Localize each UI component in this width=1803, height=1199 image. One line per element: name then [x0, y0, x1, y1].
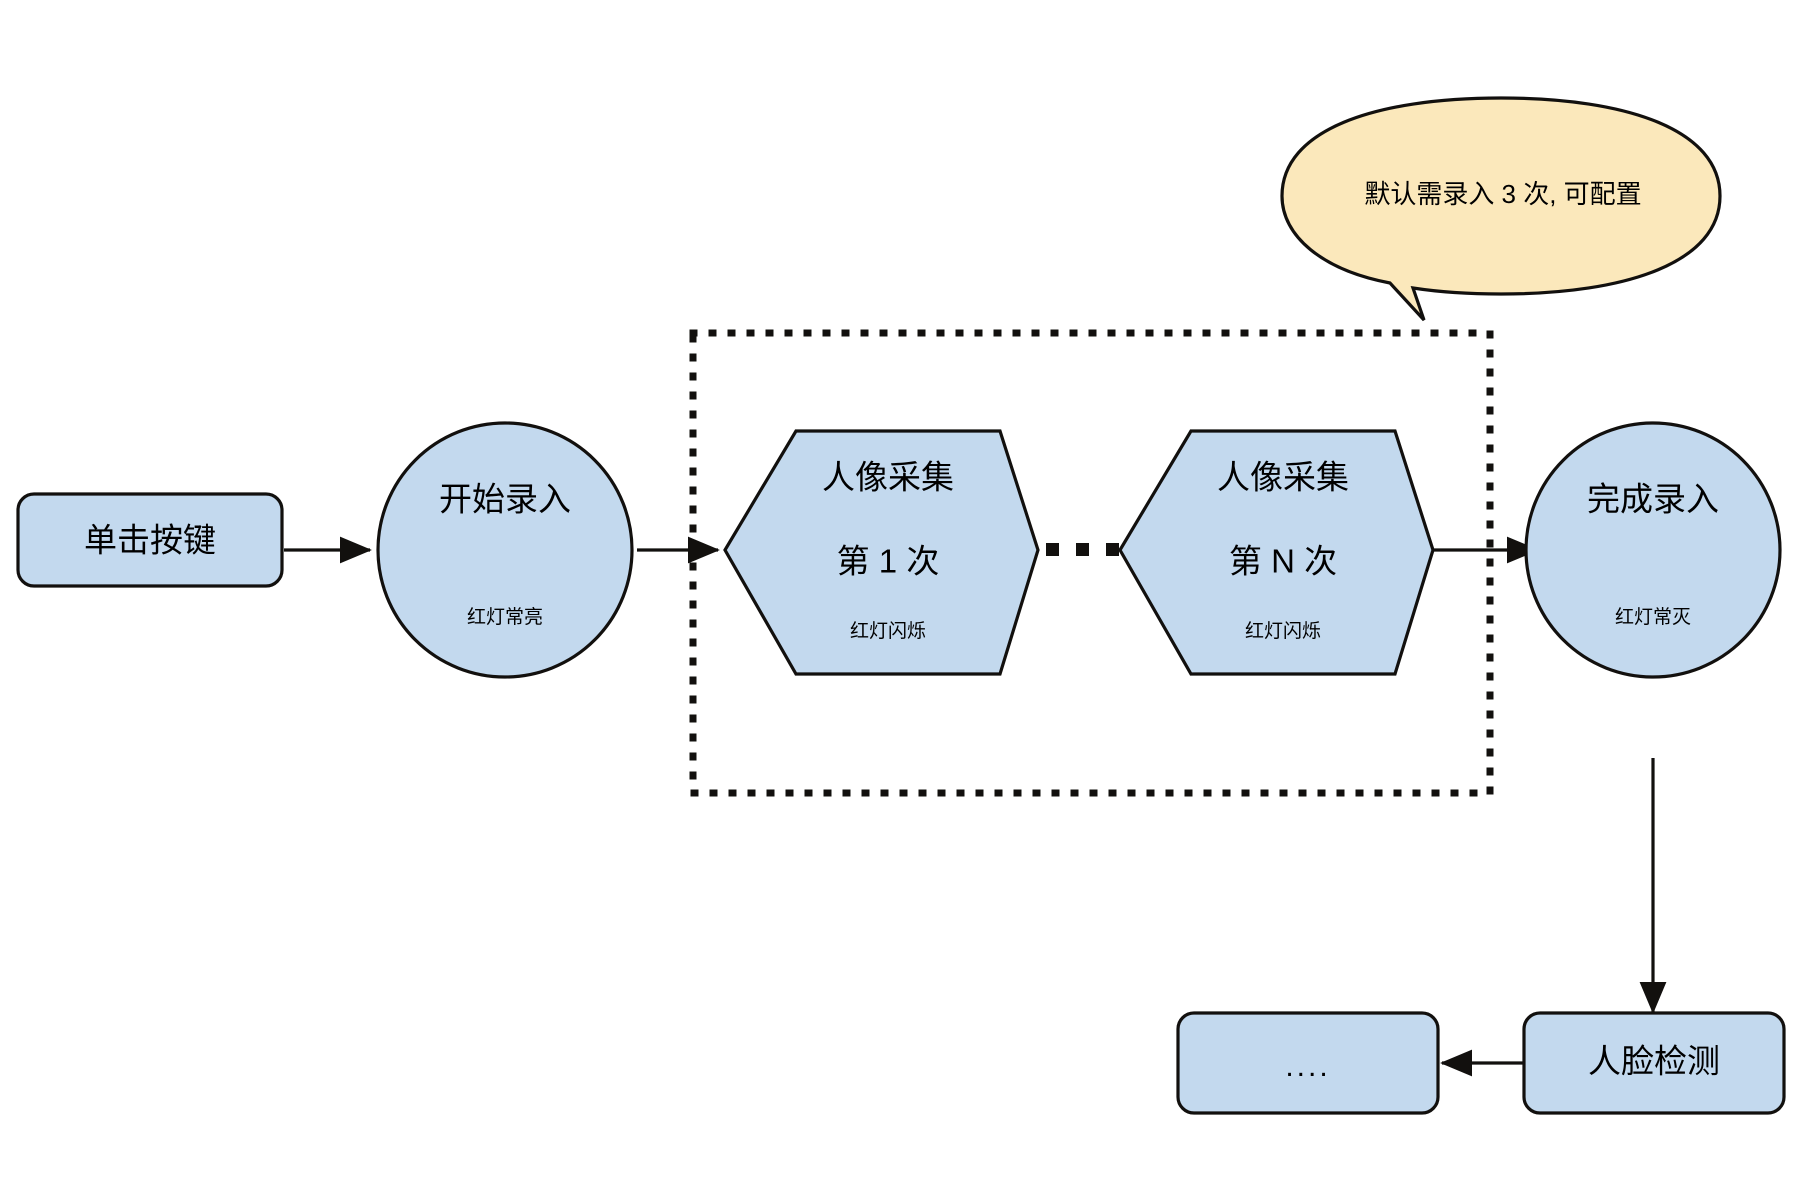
- node-capture-first-label: 人像采集: [822, 459, 954, 496]
- node-capture-nth-shape: [1118, 429, 1435, 676]
- node-start-enroll-shape: [376, 421, 634, 679]
- node-capture-first-sublabel: 红灯闪烁: [850, 620, 926, 642]
- node-more-steps-label: ....: [1285, 1050, 1330, 1083]
- node-finish-enroll-sublabel: 红灯常灭: [1615, 606, 1691, 628]
- node-face-detect-label: 人脸检测: [1588, 1043, 1720, 1080]
- node-face-detect-shape: [1522, 1011, 1786, 1115]
- node-start-enroll-sublabel: 红灯常亮: [467, 606, 543, 628]
- node-face-detect[interactable]: 人脸检测: [1522, 1011, 1786, 1115]
- node-click-key-label: 单击按键: [84, 522, 216, 559]
- node-start-enroll-label: 开始录入: [439, 481, 571, 518]
- node-capture-nth-label2: 第 N 次: [1229, 543, 1337, 580]
- callout-label: 默认需录入 3 次, 可配置: [1364, 179, 1641, 209]
- node-capture-first-label2: 第 1 次: [837, 543, 940, 580]
- callout-default-enroll-count: 默认需录入 3 次, 可配置: [1280, 96, 1722, 322]
- node-click-key-shape: [16, 492, 284, 588]
- node-more-steps[interactable]: ....: [1176, 1011, 1440, 1115]
- node-capture-nth[interactable]: 人像采集 第 N 次 红灯闪烁: [1118, 429, 1435, 676]
- node-start-enroll[interactable]: 开始录入 红灯常亮: [376, 421, 634, 679]
- node-click-key[interactable]: 单击按键: [16, 492, 284, 588]
- node-more-steps-shape: [1176, 1011, 1440, 1115]
- node-capture-nth-sublabel: 红灯闪烁: [1245, 620, 1321, 642]
- node-capture-first[interactable]: 人像采集 第 1 次 红灯闪烁: [723, 429, 1040, 676]
- node-finish-enroll[interactable]: 完成录入 红灯常灭: [1524, 421, 1782, 679]
- node-finish-enroll-label: 完成录入: [1587, 481, 1719, 518]
- node-finish-enroll-shape: [1524, 421, 1782, 679]
- node-capture-nth-label: 人像采集: [1217, 459, 1349, 496]
- node-capture-first-shape: [723, 429, 1040, 676]
- callout-bubble-shape: [1280, 96, 1722, 322]
